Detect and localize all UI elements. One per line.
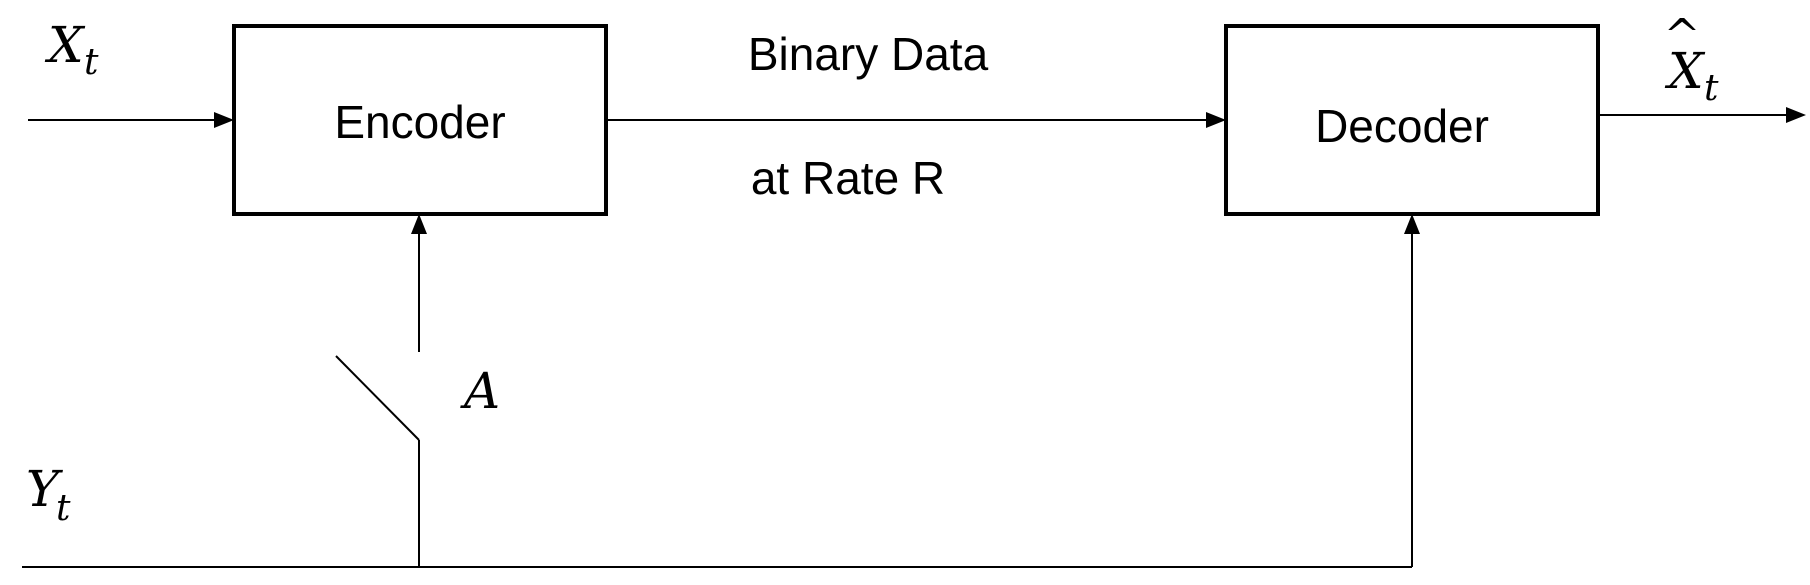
encoder-side-arrowhead	[411, 214, 427, 234]
side-info-path	[22, 214, 1420, 568]
side-info-subscript: t	[56, 488, 71, 529]
input-variable-label: X t	[44, 16, 99, 83]
channel-arrow	[606, 112, 1226, 128]
encoder-block: Encoder	[232, 24, 608, 216]
input-subscript: t	[84, 42, 99, 83]
encoder-label: Encoder	[334, 96, 505, 148]
input-arrow	[28, 112, 234, 128]
output-symbol: X	[1664, 42, 1706, 100]
output-arrow	[1598, 107, 1806, 123]
channel-arrowhead	[1206, 112, 1226, 128]
decoder-block: Decoder	[1224, 24, 1600, 216]
side-info-variable-label: Y t	[26, 460, 71, 529]
output-variable-label: ^ X t	[1664, 10, 1719, 109]
output-arrowhead	[1786, 107, 1806, 123]
decoder-box	[1224, 24, 1600, 216]
encoder-box	[232, 24, 608, 216]
input-arrowhead	[214, 112, 234, 128]
decoder-side-arrowhead	[1404, 214, 1420, 234]
decoder-label: Decoder	[1315, 100, 1489, 152]
input-symbol: X	[44, 16, 86, 74]
channel-label-bottom: at Rate R	[751, 152, 945, 204]
output-subscript: t	[1704, 68, 1719, 109]
side-info-symbol: Y	[26, 460, 63, 518]
switch-blade	[335, 355, 420, 441]
switch-label: A	[460, 362, 500, 420]
channel-label-top: Binary Data	[748, 28, 989, 80]
output-hat: ^	[1664, 10, 1701, 61]
